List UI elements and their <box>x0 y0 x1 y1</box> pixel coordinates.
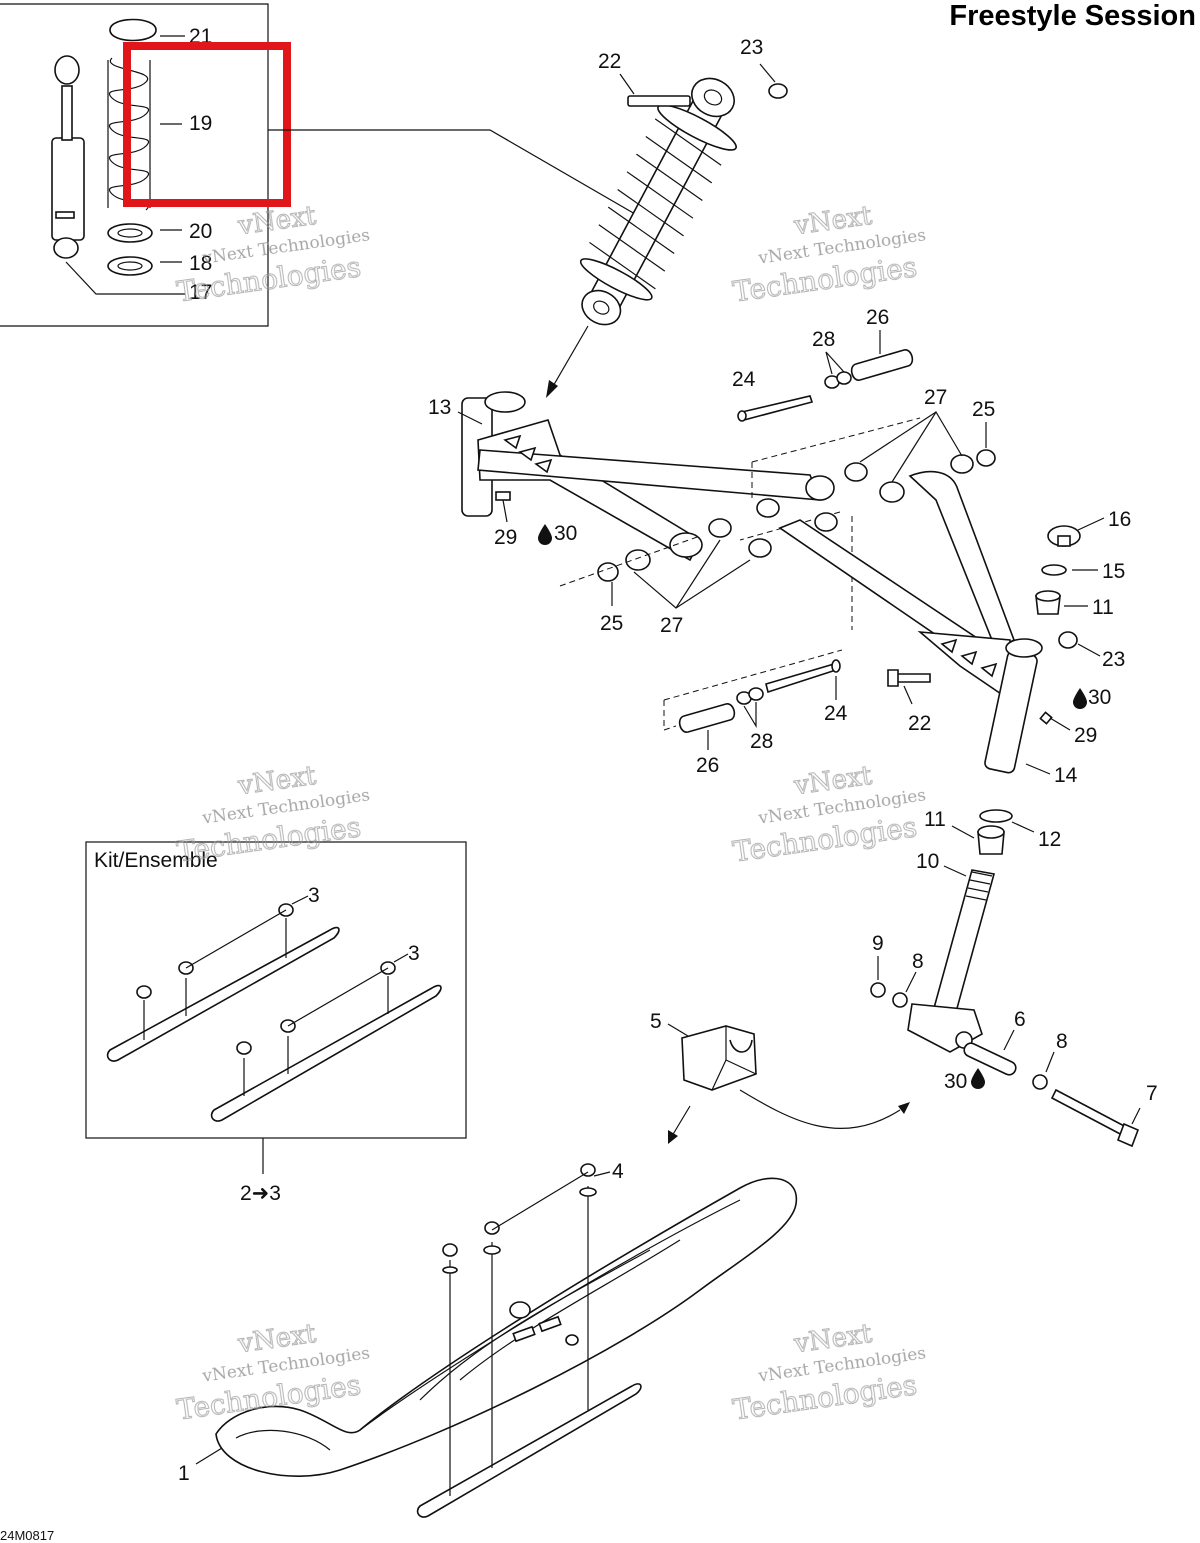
callout-29-left: 29 <box>494 526 517 549</box>
shock-absorber-body <box>51 55 85 259</box>
callout-27-right: 27 <box>924 386 947 409</box>
callout-6: 6 <box>1014 1008 1026 1031</box>
kit-range-label: 2➜3 <box>240 1182 281 1205</box>
callout-1: 1 <box>178 1462 190 1485</box>
callout-26-bottom: 26 <box>696 754 719 777</box>
ski-1 <box>215 1163 798 1518</box>
callout-11-top: 11 <box>1092 596 1114 619</box>
retaining-ring-15 <box>1041 564 1067 576</box>
callout-28-bottom: 28 <box>750 730 773 753</box>
kit-box: Kit/Ensemble 3 3 <box>85 841 467 1139</box>
kit-label: Kit/Ensemble <box>94 849 218 872</box>
callout-22-top: 22 <box>598 50 621 73</box>
nut-23-right <box>1058 631 1078 649</box>
callout-8-left: 8 <box>912 950 924 973</box>
shock-absorber-assembly: 22 23 <box>546 36 788 398</box>
washer-8-left <box>892 992 908 1008</box>
callout-3-upper: 3 <box>308 884 320 907</box>
callout-23-top: 23 <box>740 36 763 59</box>
callout-13: 13 <box>428 396 451 419</box>
steering-cap-16 <box>1047 525 1081 547</box>
drawing-code: 24M0817 <box>0 1528 54 1543</box>
callout-25-right: 25 <box>972 398 995 421</box>
callout-18: 18 <box>189 252 212 275</box>
callout-20: 20 <box>189 220 212 243</box>
page-title: Freestyle Session <box>949 0 1196 32</box>
inset-pointer-line <box>268 129 643 219</box>
callout-10: 10 <box>916 850 939 873</box>
callout-9: 9 <box>872 932 884 955</box>
callout-12: 12 <box>1038 828 1061 851</box>
bushings-right <box>748 449 996 558</box>
nut-9 <box>870 982 886 998</box>
inset-shock-components: 21 19 20 18 17 <box>0 3 269 327</box>
spindle-10 <box>907 869 996 1053</box>
callout-3-lower: 3 <box>408 942 420 965</box>
ring-12 <box>979 809 1013 823</box>
callout-24-top: 24 <box>732 368 756 391</box>
callout-23-right: 23 <box>1102 648 1125 671</box>
callout-5: 5 <box>650 1010 662 1033</box>
callout-15: 15 <box>1102 560 1125 583</box>
callout-19: 19 <box>189 112 212 135</box>
callout-29-right: 29 <box>1074 724 1097 747</box>
highlight-box <box>123 42 291 207</box>
callout-7: 7 <box>1146 1082 1158 1105</box>
callout-14: 14 <box>1054 764 1078 787</box>
watermark-group: vNext vNext Technologies Technologies vN… <box>174 200 927 1427</box>
callout-30-right: 30 <box>1088 686 1111 709</box>
a-arm-left-13 <box>461 391 835 562</box>
oil-drop-icon <box>971 1068 985 1089</box>
shaft-upper-24 <box>737 349 914 422</box>
callout-27-left: 27 <box>660 614 683 637</box>
spacer-6 <box>963 1042 1017 1076</box>
callout-4: 4 <box>612 1160 624 1183</box>
callout-26-top: 26 <box>866 306 889 329</box>
callout-30-left: 30 <box>554 522 577 545</box>
callout-8-right: 8 <box>1056 1030 1068 1053</box>
callout-30-bottom: 30 <box>944 1070 967 1093</box>
oil-drop-icon <box>1073 688 1087 709</box>
callout-22-right: 22 <box>908 712 931 735</box>
callout-25-left: 25 <box>600 612 623 635</box>
callout-16: 16 <box>1108 508 1131 531</box>
callout-17: 17 <box>189 281 212 304</box>
oil-drop-icon <box>538 524 552 545</box>
bolt-22-right <box>893 673 931 683</box>
washer-8-right <box>1032 1074 1048 1090</box>
callout-28-top: 28 <box>812 328 835 351</box>
bushings-left <box>559 518 732 587</box>
a-arm-right-14 <box>778 470 1043 774</box>
bolt-7 <box>1050 1088 1130 1138</box>
callout-11-bottom: 11 <box>924 808 946 831</box>
callout-24-bottom: 24 <box>824 702 848 725</box>
shaft-lower-24 <box>678 659 841 733</box>
ski-damper-5 <box>681 1025 757 1091</box>
